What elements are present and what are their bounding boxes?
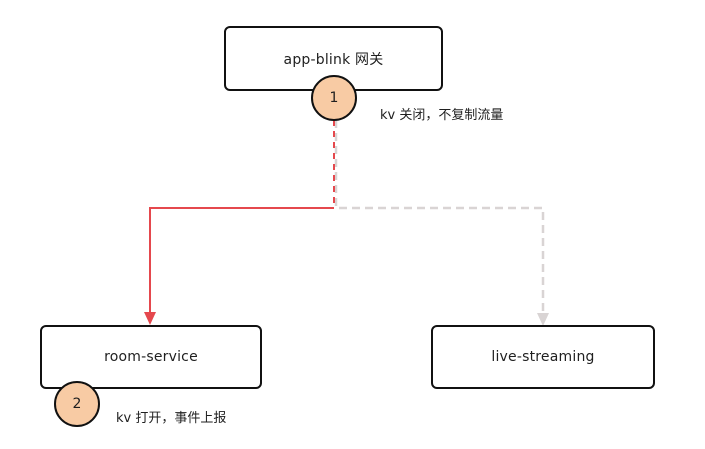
annotation-room-note: kv 打开，事件上报 [116, 411, 227, 426]
step-marker-2-label: 2 [72, 396, 82, 412]
node-live-label: live-streaming [491, 349, 595, 365]
edge-gateway-to-room [149, 207, 334, 315]
annotation-gateway-note: kv 关闭，不复制流量 [380, 108, 504, 123]
step-marker-1-label: 1 [329, 90, 339, 106]
arrowhead-room [144, 312, 156, 325]
arrowhead-live [537, 313, 549, 326]
node-live-streaming: live-streaming [431, 325, 655, 389]
edge-gateway-to-live [334, 120, 545, 316]
step-marker-1: 1 [311, 75, 357, 121]
node-room-service: room-service [40, 325, 262, 389]
node-gateway-label: app-blink 网关 [283, 51, 384, 68]
step-marker-2: 2 [54, 381, 100, 427]
node-room-label: room-service [104, 349, 198, 365]
